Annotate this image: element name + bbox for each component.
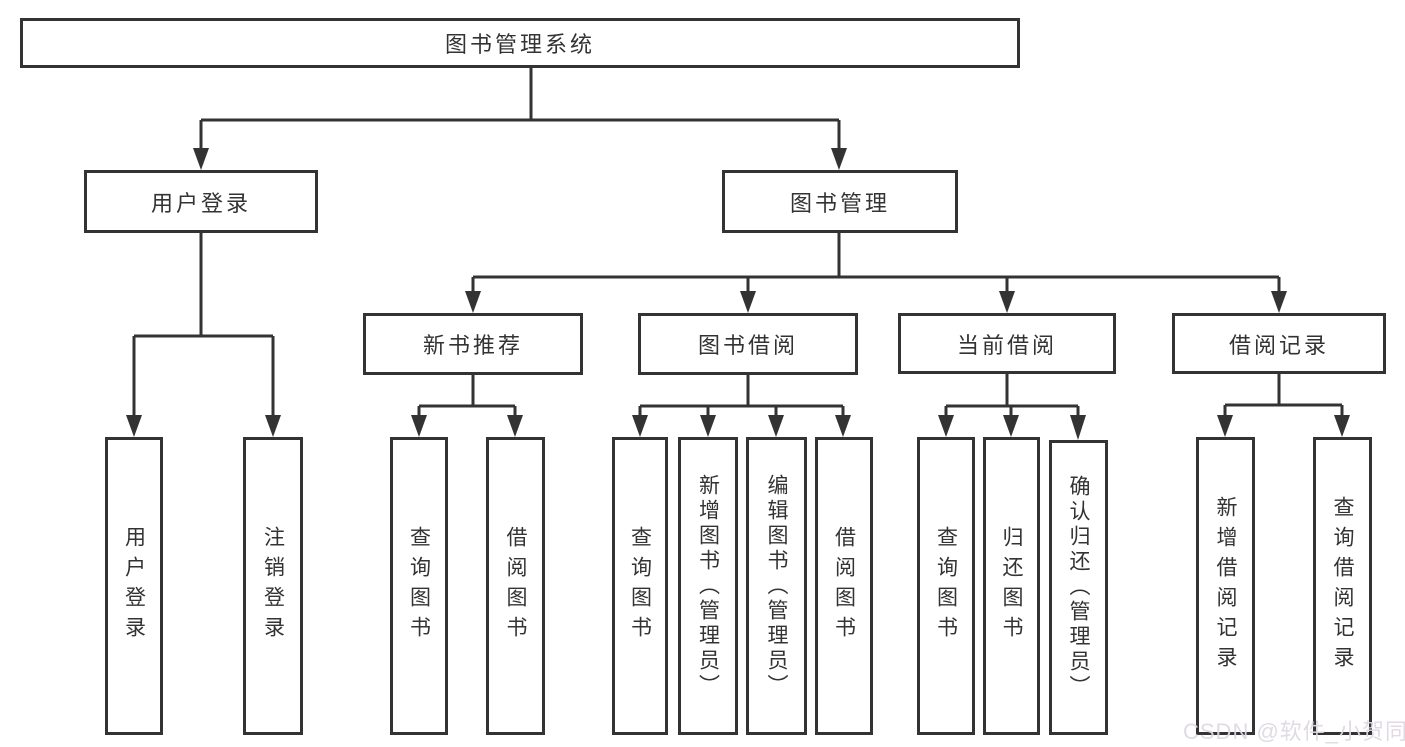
connector-user-login-to-children <box>126 233 281 437</box>
leaf-label: 确认归还（管理员） <box>1067 475 1090 700</box>
connector-current-borrow-to-children <box>938 374 1086 440</box>
leaf-label: 注销登录 <box>261 526 285 646</box>
watermark: CSDN @软件_小贺同学 <box>1183 719 1405 744</box>
leaf-label: 编辑图书（管理员） <box>765 473 788 699</box>
leaf-borrow-books-recommend: 借阅图书 <box>486 437 545 735</box>
leaf-label: 查询借阅记录 <box>1331 496 1354 676</box>
leaf-query-books-current: 查询图书 <box>917 437 975 735</box>
leaf-label: 用户登录 <box>122 526 146 646</box>
leaf-label: 查询图书 <box>934 526 958 646</box>
connector-root-to-level2 <box>193 68 847 170</box>
leaf-logout: 注销登录 <box>243 437 303 735</box>
connector-new-book-to-children <box>411 375 523 437</box>
leaf-query-borrow-record: 查询借阅记录 <box>1313 437 1372 735</box>
leaf-label: 查询图书 <box>628 526 652 646</box>
node-new-book-recommend: 新书推荐 <box>363 313 583 375</box>
node-book-management: 图书管理 <box>722 170 958 233</box>
node-root-system: 图书管理系统 <box>20 18 1020 68</box>
leaf-edit-books-admin: 编辑图书（管理员） <box>746 437 807 735</box>
connector-book-mgmt-to-level3 <box>465 233 1287 313</box>
connector-book-borrow-to-children <box>632 375 851 437</box>
node-current-borrowing: 当前借阅 <box>898 313 1116 374</box>
leaf-return-books: 归还图书 <box>983 437 1040 735</box>
connector-records-to-children <box>1217 374 1350 437</box>
leaf-add-borrow-record: 新增借阅记录 <box>1196 437 1255 735</box>
leaf-label: 新增借阅记录 <box>1214 496 1237 676</box>
leaf-query-books-recommend: 查询图书 <box>390 437 448 735</box>
node-book-borrowing: 图书借阅 <box>638 313 858 375</box>
leaf-label: 新增图书（管理员） <box>696 473 720 699</box>
leaf-add-books-admin: 新增图书（管理员） <box>678 437 738 735</box>
leaf-confirm-return-admin: 确认归还（管理员） <box>1049 440 1108 735</box>
leaf-user-login: 用户登录 <box>105 437 163 735</box>
leaf-query-books-borrowing: 查询图书 <box>612 437 668 735</box>
leaf-label: 借阅图书 <box>504 526 527 646</box>
leaf-label: 查询图书 <box>407 526 431 646</box>
leaf-label: 借阅图书 <box>832 526 856 646</box>
node-user-login: 用户登录 <box>84 170 318 233</box>
leaf-borrow-books: 借阅图书 <box>815 437 873 735</box>
leaf-label: 归还图书 <box>1000 526 1023 646</box>
node-borrowing-records: 借阅记录 <box>1172 313 1386 374</box>
